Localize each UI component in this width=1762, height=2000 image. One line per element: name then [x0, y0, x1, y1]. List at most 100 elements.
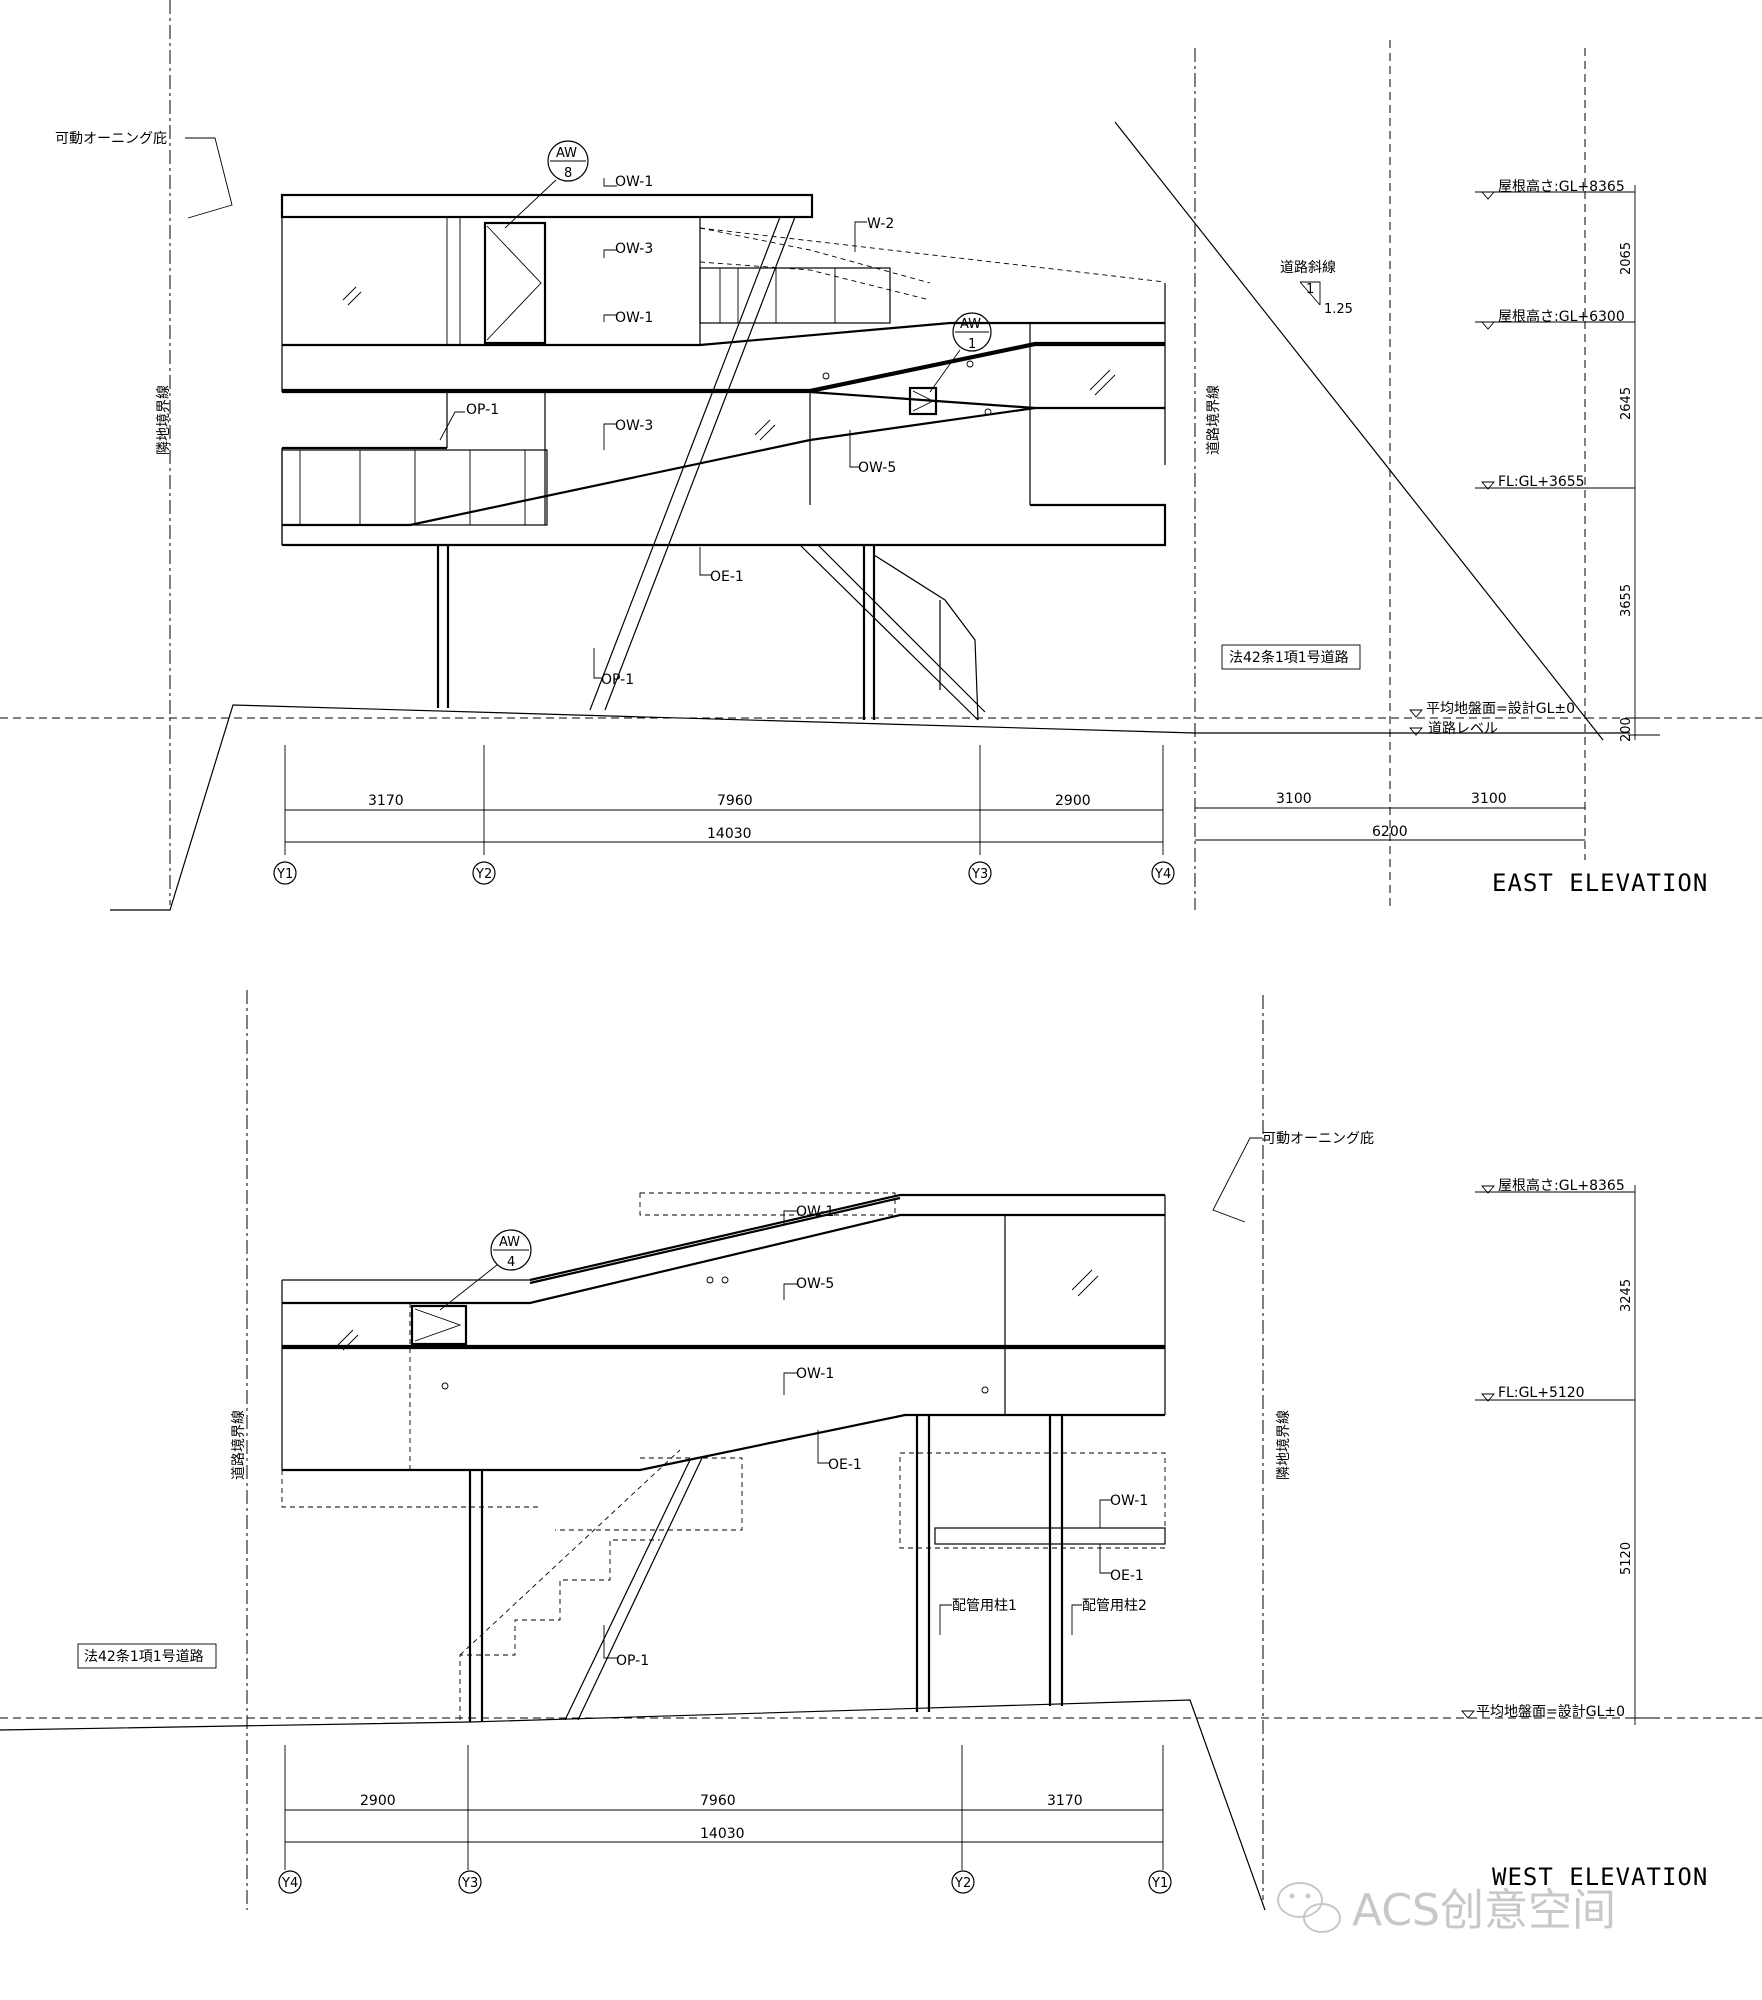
west-ow1-top-tag: OW-1: [796, 1204, 834, 1220]
east-vent-circle: [984, 408, 992, 416]
west-ow1-r-leader: [1099, 1499, 1112, 1528]
east-w2-tag: W-2: [867, 216, 894, 232]
west-ow1-mid-tag: OW-1: [796, 1366, 834, 1382]
wechat-icon: [1277, 1882, 1341, 1933]
west-dim-2900: 2900: [360, 1793, 396, 1809]
west-avg-ground-level: 平均地盤面=設計GL±0: [1476, 1704, 1625, 1720]
west-road-boundary-label: 道路境界線: [231, 1410, 247, 1480]
east-lower-top-edge: [809, 390, 1165, 410]
east-level-marker: [1409, 727, 1423, 736]
west-road-note: 法42条1項1号道路: [84, 1648, 204, 1665]
east-op1-low-leader: [593, 648, 603, 679]
east-grid-label-y1: Y1: [276, 867, 293, 882]
east-glass-mark: [342, 286, 357, 301]
east-op1-upper-tag: OP-1: [466, 402, 499, 418]
east-grid-bubble-y1: [273, 861, 297, 885]
east-dim-14030: 14030: [707, 826, 752, 842]
east-grid-bubble-y4: [1151, 861, 1175, 885]
watermark: ACS创意空间: [1277, 1882, 1616, 1936]
west-fl-level: FL:GL+5120: [1498, 1385, 1585, 1401]
west-grid-bubble-y1: [1148, 1870, 1172, 1894]
east-awning-label: 可動オーニング庇: [55, 131, 167, 147]
west-ow1-r-tag: OW-1: [1110, 1493, 1148, 1509]
west-roof-line: [529, 1193, 1165, 1282]
west-upper-band: [282, 1213, 1165, 1305]
east-ow3-top-leader: [603, 249, 617, 258]
east-avg-ground-level: 平均地盤面=設計GL±0: [1426, 701, 1575, 717]
east-elevation-title: EAST ELEVATION: [1492, 869, 1708, 897]
east-slope-ratio-2: 1.25: [1324, 302, 1353, 317]
east-stair-stringer-2: [817, 544, 986, 713]
east-road-slope-label: 道路斜線: [1280, 260, 1336, 276]
west-ow1-mid-leader: [783, 1372, 798, 1395]
west-awning-label: 可動オーニング庇: [1262, 1131, 1374, 1147]
west-op1-tag: OP-1: [616, 1653, 649, 1669]
east-w2-leader: [854, 221, 867, 252]
east-diagonal-strut: [589, 216, 781, 711]
west-aw4-tag-number: 4: [507, 1255, 515, 1270]
west-window-aw4: [410, 1304, 468, 1346]
east-dim-3100-a: 3100: [1276, 791, 1312, 807]
west-vent-circle: [721, 1276, 729, 1284]
west-ow5-tag: OW-5: [796, 1276, 834, 1292]
west-ow5-leader: [783, 1283, 798, 1300]
east-aw1-tag-label: AW: [960, 317, 981, 332]
east-awning-leader: [185, 137, 233, 219]
west-glass-mark: [1071, 1269, 1093, 1291]
east-road-note-box: [1221, 644, 1361, 670]
east-oe1-tag: OE-1: [710, 569, 744, 585]
east-level-marker: [1481, 481, 1495, 490]
east-glass-mark-2: [347, 291, 362, 306]
east-road-note: 法42条1項1号道路: [1229, 649, 1349, 666]
west-beam: [934, 1527, 1166, 1545]
west-dim-14030: 14030: [700, 1826, 745, 1842]
west-awning-leader: [1212, 1137, 1262, 1223]
west-dashed-outline: [281, 1470, 540, 1508]
west-vdim-3245: 3245: [1619, 1279, 1634, 1312]
west-grid-bubble-y4: [278, 1870, 302, 1894]
east-slope-ratio-1: 1: [1306, 282, 1314, 297]
east-ground-profile: [110, 704, 1630, 911]
east-roof-low-level: 屋根高さ:GL+6300: [1498, 308, 1625, 325]
west-grid-label-y3: Y3: [461, 1876, 478, 1891]
east-aw1-tag: [952, 312, 992, 352]
east-aw1-tag-number: 1: [968, 337, 976, 352]
west-dim-7960: 7960: [700, 1793, 736, 1809]
east-dim-3100-b: 3100: [1471, 791, 1507, 807]
east-band-top-2: [282, 343, 1165, 394]
west-grid-label-y1: Y1: [1151, 1876, 1168, 1891]
east-grid-label-y4: Y4: [1154, 867, 1171, 882]
east-ow1-top-leader: [603, 178, 617, 187]
east-elevation: 隣地境界線 道路境界線 可動オーニング庇 道路斜線 1 1.25 法42条1項1…: [0, 0, 1762, 911]
east-lower-sloped: [282, 406, 1036, 527]
east-road-boundary-label: 道路境界線: [1206, 385, 1222, 455]
west-dim-3170: 3170: [1047, 1793, 1083, 1809]
west-glass-mark: [1077, 1275, 1099, 1297]
west-ow1-top-leader: [783, 1210, 798, 1225]
east-aw8-tag-number: 8: [564, 166, 572, 181]
west-oe1-r-tag: OE-1: [1110, 1568, 1144, 1584]
east-level-marker: [1481, 191, 1495, 200]
east-ow3-low-leader: [603, 423, 617, 450]
east-glass-mark: [1094, 374, 1116, 396]
east-op1-low-tag: OP-1: [601, 672, 634, 688]
west-dashed-stair-outline: [555, 1457, 743, 1531]
east-window-aw1-swing: [912, 390, 935, 412]
west-glass-mark: [337, 1329, 354, 1346]
east-stair-stringer: [799, 544, 979, 721]
west-pipe1-tag: 配管用柱1: [952, 1598, 1017, 1614]
east-ow3-low-tag: OW-3: [615, 418, 653, 434]
east-ow5-leader: [849, 430, 860, 468]
east-vdim-2645: 2645: [1619, 387, 1634, 420]
east-diagonal-strut-2: [604, 216, 796, 711]
east-glass-mark: [754, 419, 771, 436]
west-vdim-5120: 5120: [1619, 1542, 1634, 1575]
west-grid-bubble-y2: [951, 1870, 975, 1894]
west-diagonal-strut-2: [577, 1457, 703, 1721]
east-dim-6200: 6200: [1372, 824, 1408, 840]
east-lower-railing: [281, 449, 548, 526]
east-door-aw8: [483, 221, 547, 345]
east-ow1-mid-tag: OW-1: [615, 310, 653, 326]
watermark-text: ACS创意空间: [1352, 1885, 1616, 1936]
